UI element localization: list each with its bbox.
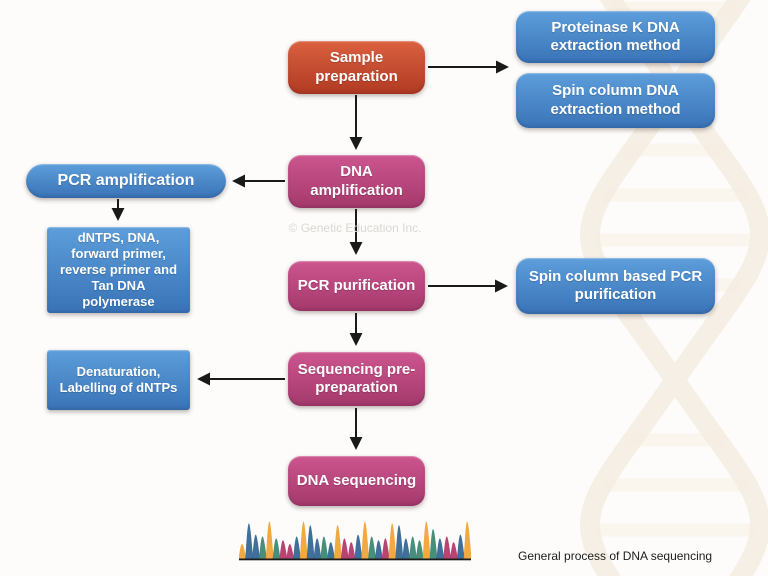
node-spin-column-dna-extraction[interactable]: Spin column DNA extraction method: [516, 73, 715, 128]
node-pcr-amplification[interactable]: PCR amplification: [26, 164, 226, 198]
node-pcr-components[interactable]: dNTPS, DNA, forward primer, reverse prim…: [47, 227, 190, 313]
node-dna-sequencing[interactable]: DNA sequencing: [288, 456, 425, 506]
chromatogram-trace: [238, 511, 472, 564]
node-denaturation-labelling[interactable]: Denaturation, Labelling of dNTPs: [47, 350, 190, 410]
copyright-watermark: © Genetic Education Inc.: [288, 221, 422, 235]
node-sequencing-pre-preparation[interactable]: Sequencing pre-preparation: [288, 352, 425, 406]
node-proteinase-k-extraction[interactable]: Proteinase K DNA extraction method: [516, 11, 715, 63]
node-sample-preparation[interactable]: Sample preparation: [288, 41, 425, 94]
node-dna-amplification[interactable]: DNA amplification: [288, 155, 425, 208]
figure-caption: General process of DNA sequencing: [518, 549, 713, 563]
node-spin-column-pcr-purification[interactable]: Spin column based PCR purification: [516, 258, 715, 314]
node-pcr-purification[interactable]: PCR purification: [288, 261, 425, 311]
